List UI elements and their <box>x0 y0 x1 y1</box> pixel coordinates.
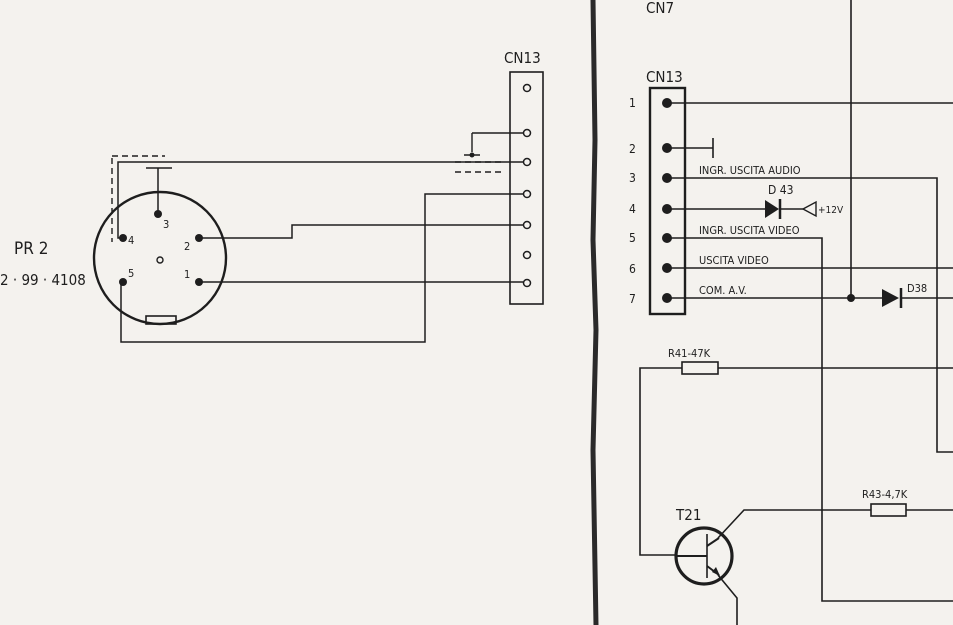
din-pin-label-1: 1 <box>184 268 190 281</box>
diode-d38-label: D38 <box>907 282 927 295</box>
right-cn13-pins <box>662 98 672 303</box>
left-cn13-housing <box>509 71 544 305</box>
transistor-t21-symbol <box>674 526 734 586</box>
resistor-r41 <box>681 361 719 375</box>
right-connector-label: CN13 <box>646 68 683 86</box>
svg-text:2: 2 <box>629 142 636 156</box>
plug-code: 2 · 99 · 4108 <box>0 271 86 289</box>
right-pin-numbers: 1 2 3 4 5 6 7 <box>629 96 636 306</box>
supply-12v-label: +12V <box>818 205 844 216</box>
svg-text:1: 1 <box>629 96 636 110</box>
din-pin-label-2: 2 <box>184 240 190 253</box>
diode-d43-symbol <box>765 199 782 219</box>
svg-text:3: 3 <box>629 171 636 185</box>
signal-video-in: INGR. USCITA VIDEO <box>699 224 800 237</box>
svg-text:4: 4 <box>629 202 636 216</box>
signal-video-out: USCITA VIDEO <box>699 254 769 267</box>
diode-d43-label: D 43 <box>768 183 793 197</box>
right-cn13-housing <box>648 86 687 316</box>
svg-text:7: 7 <box>629 292 636 306</box>
svg-text:6: 6 <box>629 262 636 276</box>
signal-com: COM. A.V. <box>699 284 747 297</box>
right-wires <box>639 0 953 625</box>
resistor-r41-label: R41-47K <box>668 347 711 360</box>
svg-text:5: 5 <box>629 231 636 245</box>
din-plug: 1 2 3 4 5 <box>92 190 228 326</box>
left-wires <box>117 161 523 343</box>
din-pin-label-5: 5 <box>128 267 134 280</box>
supply-12v-arrow <box>801 200 817 218</box>
din-pin-label-3: 3 <box>163 218 169 231</box>
diode-d38-symbol <box>882 288 903 308</box>
top-connector-label: CN7 <box>646 0 674 17</box>
din-plug-key <box>145 315 177 325</box>
resistor-r43-label: R43-4,7K <box>862 488 908 501</box>
left-cn13-terminals <box>522 83 532 288</box>
page-fold-line <box>590 0 599 625</box>
plug-name: PR 2 <box>14 239 48 259</box>
junction-dot <box>847 294 855 302</box>
resistor-r43 <box>870 503 907 517</box>
left-connector-label: CN13 <box>504 49 541 67</box>
signal-audio: INGR. USCITA AUDIO <box>699 164 801 177</box>
transistor-t21-label: T21 <box>675 506 701 524</box>
din-pin-label-4: 4 <box>128 234 134 247</box>
